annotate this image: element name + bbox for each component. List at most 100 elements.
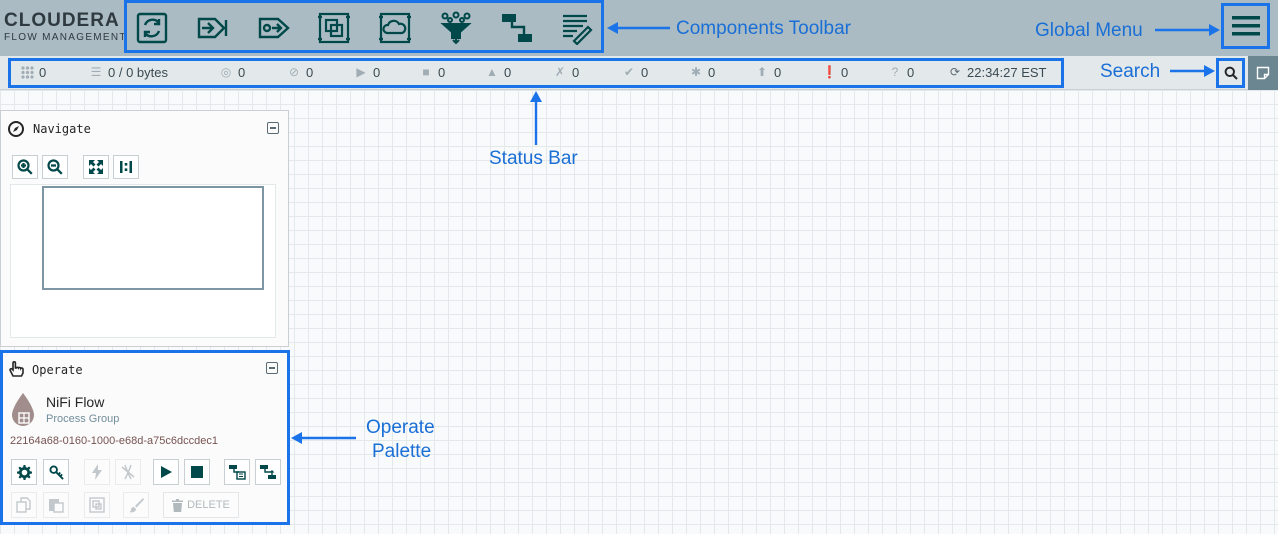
unknown-value: 0 [907,64,915,80]
navigate-collapse-button[interactable] [267,122,279,134]
stop-icon [191,466,203,478]
status-queued: ☰ 0 / 0 bytes [89,64,168,80]
disable-button[interactable] [115,459,141,485]
template-icon[interactable] [500,11,534,45]
group-button[interactable] [84,492,110,518]
check-icon: ✔ [623,65,635,79]
output-port-icon[interactable] [257,11,291,45]
upload-template-icon [260,465,276,479]
annotation-global-menu: Global Menu [1035,20,1143,41]
delete-label: DELETE [187,499,230,511]
status-transmitting: ◎0 [219,64,246,80]
queued-value: 0 / 0 bytes [108,64,168,80]
zoom-in-button[interactable] [12,155,38,179]
bulletin-board-button[interactable] [1248,56,1278,90]
paste-button[interactable] [43,492,69,518]
operate-collapse-button[interactable] [266,362,278,374]
funnel-icon[interactable] [439,11,473,45]
play-icon [161,466,172,478]
status-running: ▶0 [354,64,381,80]
toolbar-annotation-arrow [607,22,670,34]
status-bar-frame [8,58,1064,88]
copy-button[interactable] [11,492,37,518]
actual-size-button[interactable] [113,155,139,179]
sync-failure-value: 0 [841,64,849,80]
annotation-components-toolbar: Components Toolbar [676,18,851,39]
create-template-icon [229,465,246,480]
status-not-transmitting: ⊘0 [287,64,314,80]
configure-button[interactable] [11,459,37,485]
zoom-out-button[interactable] [42,155,68,179]
header: CLOUDERA FLOW MANAGEMENT [0,0,1278,56]
status-refresh[interactable]: ⟳ 22:34:27 EST [948,64,1047,80]
sticky-note-icon [1256,66,1270,80]
operate-title: Operate [32,363,83,377]
transmitting-icon: ◎ [220,65,232,79]
active-threads-value: 0 [39,64,47,80]
component-type: Process Group [46,413,120,425]
enable-button[interactable] [84,459,110,485]
status-locally-modified: ✱0 [689,64,716,80]
transmitting-value: 0 [238,64,246,80]
zoom-in-icon [17,159,33,175]
operate-palette: Operate NiFi Flow Process Group 22164a68… [0,350,290,525]
alert-icon: ❗ [822,65,837,79]
process-group-drop-icon [12,393,34,426]
status-up-to-date: ✔0 [622,65,648,80]
list-icon: ☰ [90,65,102,79]
group-icon [89,497,105,513]
birdseye-viewport[interactable] [42,186,264,290]
cloudera-logo: CLOUDERA FLOW MANAGEMENT [4,11,127,43]
component-name: NiFi Flow [46,394,105,410]
refresh-icon[interactable]: ⟳ [949,65,961,79]
locally-modified-value: 0 [708,64,716,80]
stopped-value: 0 [438,64,446,80]
search-annotation-arrow [1170,65,1215,77]
zoom-out-icon [47,159,63,175]
status-unknown: ?0 [888,64,915,80]
status-stopped: ■0 [419,64,446,80]
compass-icon [8,121,24,137]
expand-icon [89,160,103,174]
delete-button[interactable]: DELETE [163,492,239,518]
logo-line2: FLOW MANAGEMENT [4,32,127,43]
access-policies-button[interactable] [43,459,69,485]
up-arrow-icon: ⬆ [756,65,768,79]
annotation-status-bar: Status Bar [489,148,578,169]
create-template-button[interactable] [224,459,250,485]
not-transmitting-value: 0 [306,64,314,80]
running-value: 0 [373,64,381,80]
start-button[interactable] [153,459,179,485]
disabled-icon: ✗ [554,65,566,79]
components-toolbar [124,0,604,53]
input-port-icon[interactable] [196,11,230,45]
remote-process-group-icon[interactable] [378,11,412,45]
play-icon: ▶ [356,65,366,79]
stop-button[interactable] [184,459,210,485]
upload-template-button[interactable] [255,459,281,485]
status-invalid: ▲0 [485,64,512,80]
processor-icon[interactable] [135,11,169,45]
global-menu-annotation-arrow [1155,24,1220,36]
change-color-button[interactable] [123,492,149,518]
status-disabled: ✗0 [553,65,579,80]
label-icon[interactable] [560,11,594,46]
invalid-value: 0 [504,64,512,80]
not-transmitting-icon: ⊘ [288,65,300,79]
question-icon: ? [891,65,899,79]
pointer-hand-icon [9,361,24,377]
trash-icon [172,498,184,512]
global-menu-button[interactable] [1221,3,1270,49]
annotation-operate-line1: Operate [366,417,435,438]
navigate-title: Navigate [33,122,91,136]
actual-size-icon [120,161,132,173]
process-group-icon[interactable] [317,11,351,45]
warning-icon: ▲ [486,65,498,79]
annotation-operate-line2: Palette [372,441,432,462]
search-button[interactable] [1216,58,1245,88]
asterisk-icon: ✱ [690,65,702,79]
fit-screen-button[interactable] [83,155,109,179]
status-sync-failure: ❗0 [822,64,849,80]
last-refreshed: 22:34:27 EST [967,64,1047,80]
logo-line1: CLOUDERA [4,10,120,31]
